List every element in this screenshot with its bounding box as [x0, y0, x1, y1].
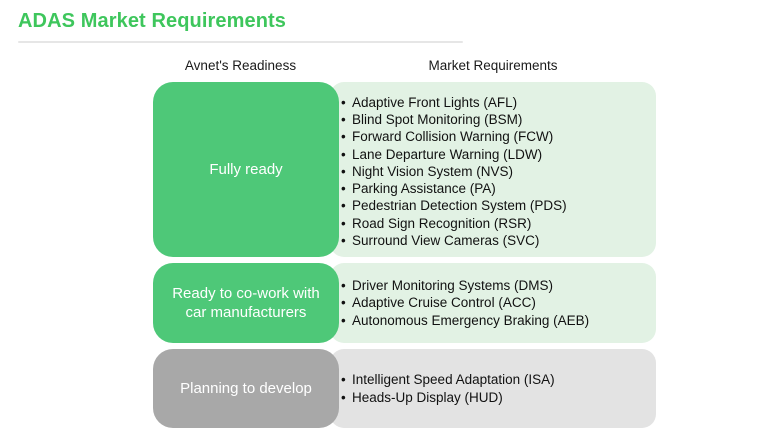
readiness-label-co-work[interactable]: Ready to co-work with car manufacturers: [153, 263, 339, 343]
readiness-label-text: Fully ready: [209, 161, 283, 178]
title-divider: [18, 41, 463, 43]
list-item: Intelligent Speed Adaptation (ISA): [341, 371, 555, 388]
column-header-requirements: Market Requirements: [428, 58, 558, 73]
list-item: Autonomous Emergency Braking (AEB): [341, 312, 589, 329]
list-item: Surround View Cameras (SVC): [341, 232, 567, 249]
requirements-list: Adaptive Front Lights (AFL) Blind Spot M…: [341, 82, 567, 259]
readiness-label-fully-ready[interactable]: Fully ready: [153, 82, 339, 257]
list-item: Parking Assistance (PA): [341, 180, 567, 197]
page-title: ADAS Market Requirements: [18, 10, 287, 32]
readiness-label-planning[interactable]: Planning to develop: [153, 349, 339, 428]
list-item: Adaptive Cruise Control (ACC): [341, 294, 589, 311]
list-item: Forward Collision Warning (FCW): [341, 128, 567, 145]
readiness-label-text: Planning to develop: [180, 380, 312, 397]
requirements-list: Driver Monitoring Systems (DMS) Adaptive…: [341, 263, 589, 343]
list-item: Night Vision System (NVS): [341, 163, 567, 180]
list-item: Driver Monitoring Systems (DMS): [341, 277, 589, 294]
list-item: Pedestrian Detection System (PDS): [341, 197, 567, 214]
list-item: Adaptive Front Lights (AFL): [341, 94, 567, 111]
list-item: Lane Departure Warning (LDW): [341, 146, 567, 163]
column-header-readiness: Avnet's Readiness: [184, 58, 297, 73]
list-item: Road Sign Recognition (RSR): [341, 215, 567, 232]
list-item: Heads-Up Display (HUD): [341, 389, 555, 406]
requirements-list: Intelligent Speed Adaptation (ISA) Heads…: [341, 349, 555, 428]
list-item: Blind Spot Monitoring (BSM): [341, 111, 567, 128]
readiness-label-text: Ready to co-work with car manufacturers: [172, 285, 320, 321]
